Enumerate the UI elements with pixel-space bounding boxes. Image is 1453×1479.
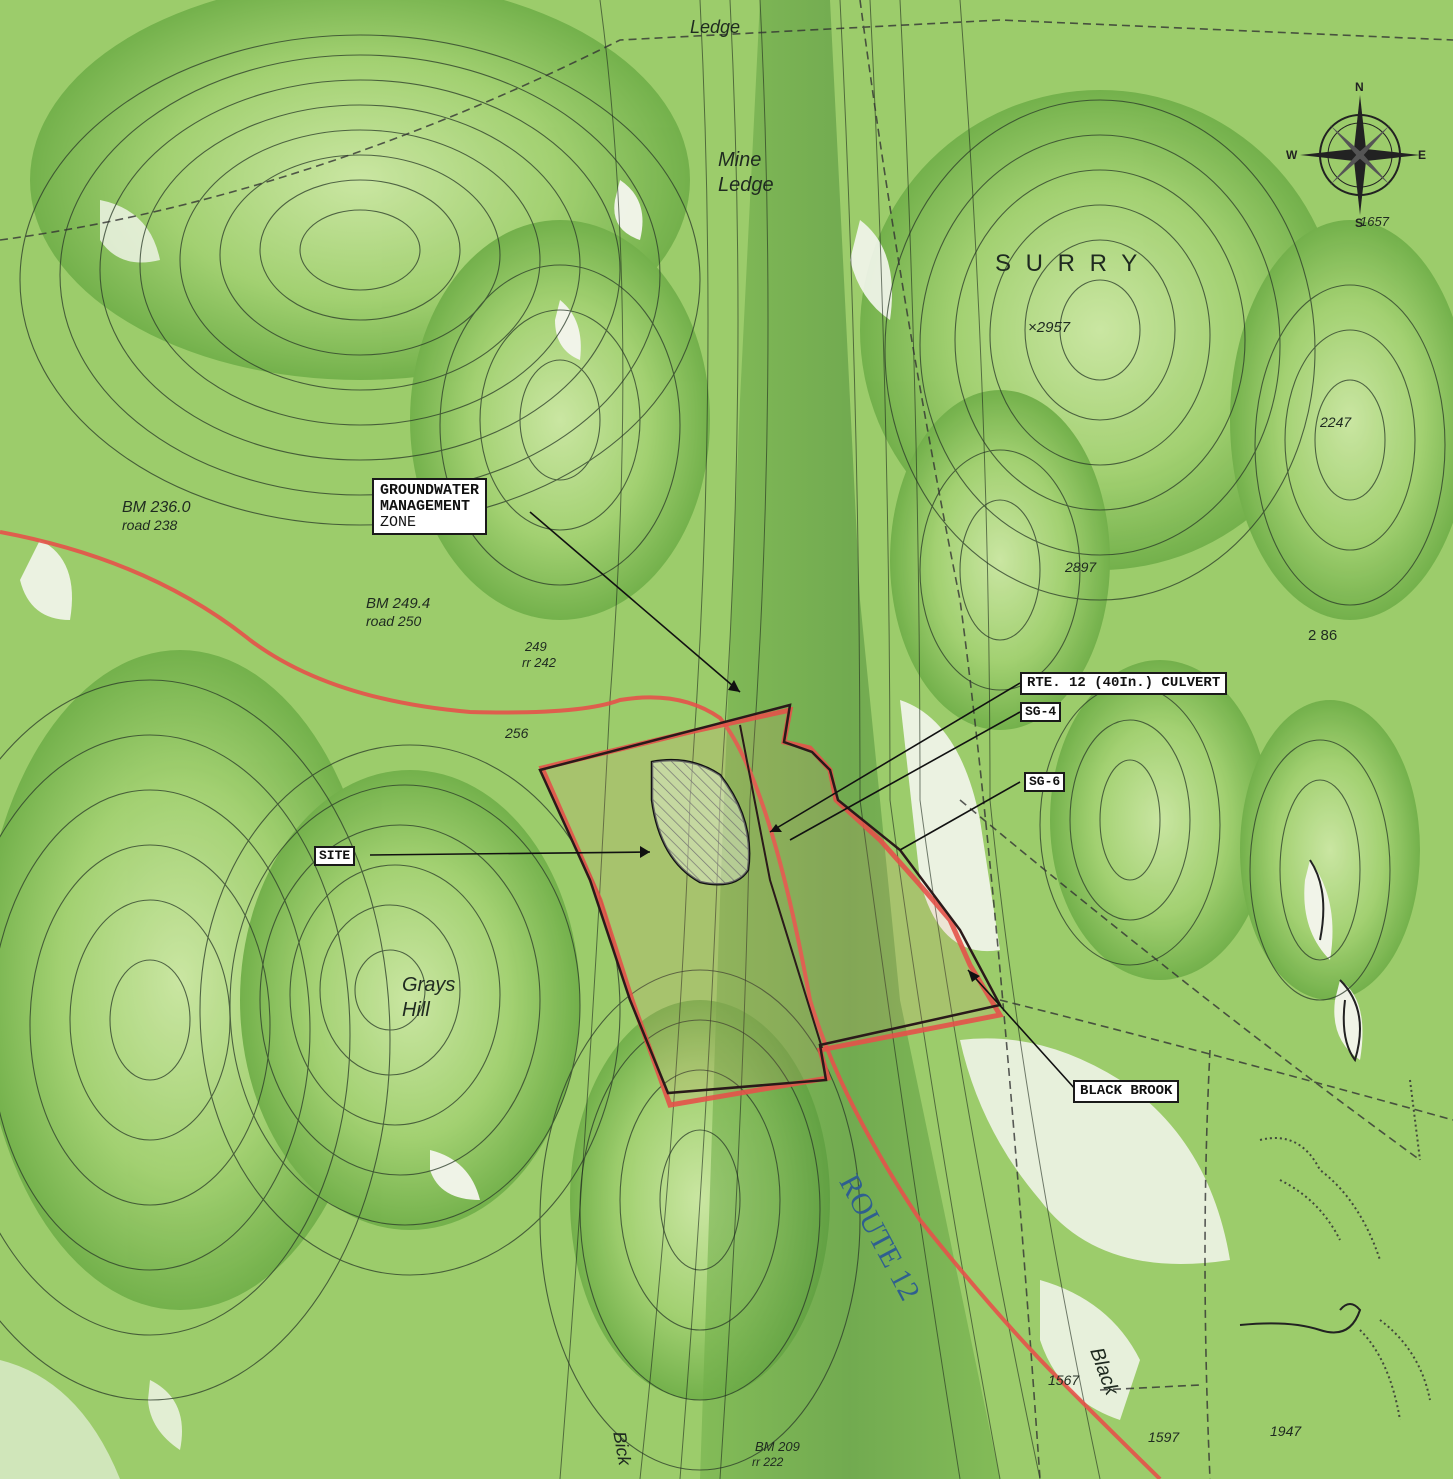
valley-contours	[559, 0, 1101, 1479]
sg6-label: SG-6	[1024, 772, 1066, 792]
grays-hill-label-1: Grays	[402, 974, 456, 996]
mine-ledge-label-2: Ledge	[718, 174, 774, 196]
groundwater-label-line-1: GROUNDWATER	[380, 482, 480, 499]
groundwater-label-line-3: ZONE	[380, 513, 417, 531]
ledge-top-label: Ledge	[690, 17, 741, 37]
clearings	[0, 180, 1363, 1479]
spot-242-label: rr 242	[522, 655, 556, 670]
compass-south-label: S	[1355, 216, 1364, 230]
compass-rose: N E W S	[1286, 80, 1430, 230]
stream	[1239, 859, 1362, 1334]
spot-2247-label: 2247	[1320, 414, 1352, 430]
spot-1947-label: 1947	[1270, 1423, 1302, 1439]
study-area-boundary	[538, 703, 1002, 1095]
groundwater-label-line-2: MANAGEMENT	[380, 497, 471, 515]
groundwater-management-zone-label: GROUNDWATER MANAGEMENT ZONE	[372, 478, 488, 536]
spot-1657-label: 1657	[1360, 214, 1389, 229]
compass-east-label: E	[1418, 148, 1427, 162]
compass-icon	[1300, 95, 1420, 215]
sg4-label: SG-4	[1020, 702, 1062, 722]
spot-1597-label: 1597	[1148, 1429, 1180, 1445]
culvert-label: RTE. 12 (40In.) CULVERT	[1020, 672, 1228, 695]
spot-249-label: 249	[525, 639, 547, 654]
mine-ledge-label-1: Mine	[718, 149, 762, 171]
road-238-label: road 238	[122, 517, 178, 533]
road-222-label: rr 222	[752, 1455, 784, 1469]
road-250-label: road 250	[366, 613, 422, 629]
grays-hill-label-2: Hill	[402, 999, 430, 1021]
bm-236-label: BM 236.0	[122, 499, 191, 516]
bm-249-label: BM 249.4	[366, 595, 431, 612]
spot-286-label: 2 86	[1308, 627, 1338, 644]
spot-2897-label: 2897	[1065, 559, 1097, 575]
contour-lines	[0, 34, 1446, 1471]
subdivision	[1259, 1079, 1431, 1421]
spot-2957-label: ×2957	[1028, 319, 1071, 336]
spot-256-label: 256	[505, 725, 529, 741]
surry-label: S U R R Y	[995, 250, 1142, 277]
compass-west-label: W	[1286, 148, 1298, 162]
bm-209-label: BM 209	[755, 1439, 800, 1454]
spot-1567-label: 1567	[1048, 1372, 1080, 1388]
site-area	[650, 758, 751, 886]
site-label: SITE	[314, 846, 356, 866]
black-brook-label: BLACK BROOK	[1073, 1080, 1180, 1103]
compass-north-label: N	[1355, 80, 1364, 94]
leader-lines	[369, 511, 1077, 1091]
